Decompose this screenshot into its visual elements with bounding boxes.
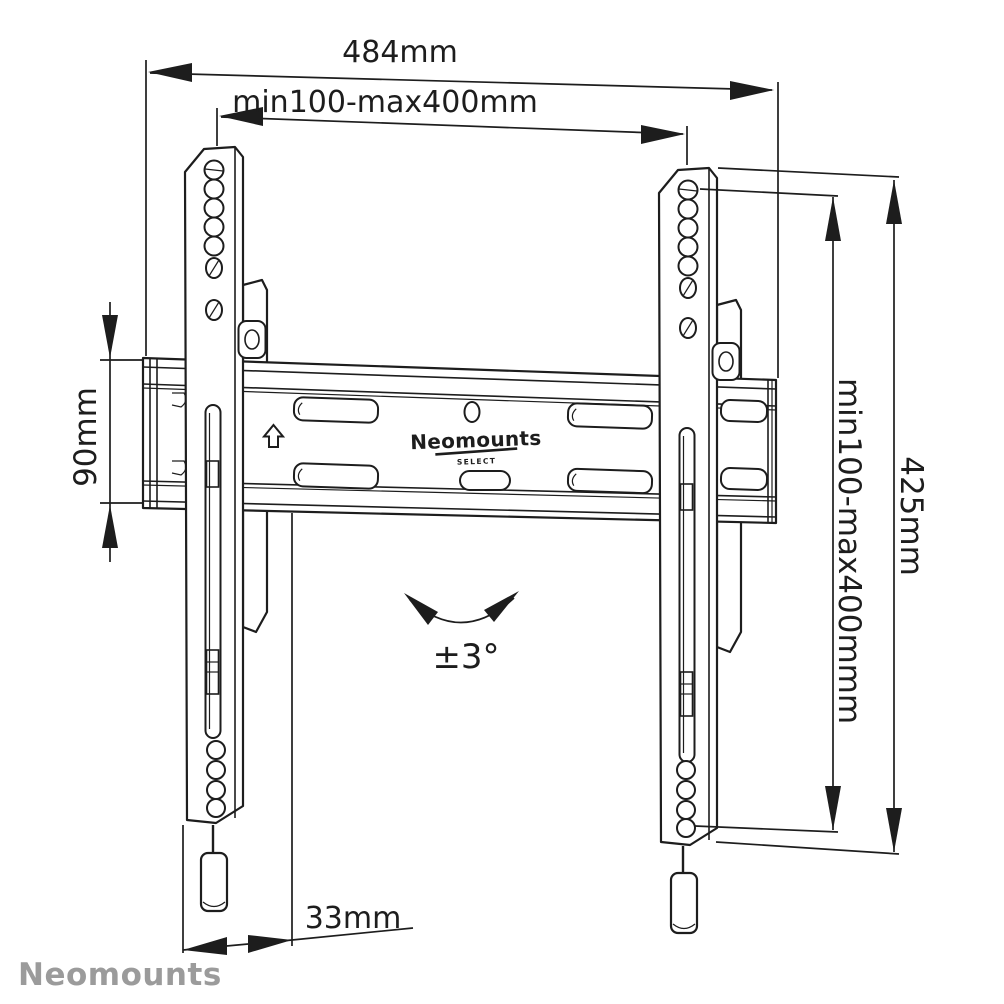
- right-pull-tab: [669, 871, 699, 935]
- dim-label-vesa-width: min100-max400mm: [232, 85, 538, 120]
- up-arrow-icon: [261, 423, 286, 448]
- dimension-line: [220, 116, 684, 135]
- slot-bevel: [297, 468, 303, 482]
- mount-hole: [203, 235, 225, 257]
- right-bracket-arm: [657, 166, 741, 935]
- dimension-plate-height: 90mm: [68, 302, 142, 562]
- dim-label-bottom-depth: 33mm: [305, 901, 402, 936]
- left-pull-tab-cap: [202, 901, 226, 908]
- mount-hole: [203, 178, 225, 200]
- extension-line: [699, 188, 839, 197]
- slot-bevel: [297, 402, 303, 416]
- left-pull-tab: [199, 851, 229, 913]
- rail-slot-end-top: [719, 399, 769, 423]
- screw-slot: [208, 259, 220, 277]
- extension-line: [694, 825, 839, 833]
- mount-hole: [203, 216, 225, 238]
- mount-hole: [676, 780, 696, 800]
- arrowhead-down: [825, 786, 841, 830]
- arrowhead-left: [148, 63, 192, 82]
- slot-bevel: [571, 408, 577, 422]
- mount-hole: [677, 255, 699, 277]
- dimension-vesa-width: min100-max400mm: [216, 85, 688, 165]
- center-pill-hole: [459, 470, 511, 491]
- slot-outline: [292, 396, 380, 424]
- arrowhead-right: [484, 591, 519, 622]
- screw-slot: [204, 168, 224, 172]
- arrowhead-left: [183, 937, 227, 955]
- screw-slot: [682, 279, 694, 297]
- mount-hole: [677, 236, 699, 258]
- rail-slot-bottom-left: [292, 462, 380, 490]
- slot-bevel: [571, 473, 577, 487]
- slot-outline: [719, 399, 769, 423]
- slot-outline: [566, 402, 654, 430]
- mount-hole: [676, 760, 696, 780]
- arrowhead-down: [886, 808, 902, 852]
- slot-outline: [566, 467, 654, 495]
- tilt-annotation: ±3°: [404, 591, 519, 677]
- mount-hole: [206, 798, 226, 818]
- rail-slot-top-left: [292, 396, 380, 424]
- dim-label-vesa-height: min100-max400mmm: [831, 378, 867, 724]
- arrowhead-down: [102, 315, 118, 358]
- left-arm-bottom-holes: [206, 740, 226, 818]
- dim-label-plate-height: 90mm: [68, 387, 104, 487]
- arrowhead-right: [641, 125, 685, 144]
- extension-line: [715, 841, 900, 855]
- dimension-total-height: 425mm: [715, 167, 929, 855]
- tilt-angle-label: ±3°: [432, 637, 499, 677]
- left-arm-top-holes: [203, 159, 225, 321]
- mount-hole: [206, 760, 226, 780]
- mount-hole: [206, 780, 226, 800]
- logo-underline: [435, 447, 518, 456]
- center-oval-hole: [463, 401, 481, 423]
- mount-hole: [206, 740, 226, 760]
- left-arm-latch: [237, 320, 267, 359]
- arrowhead-right: [730, 81, 774, 100]
- slot-outline: [719, 467, 769, 491]
- logo-series-text: SELECT: [457, 456, 497, 466]
- mount-hole: [676, 800, 696, 820]
- screw-slot: [678, 188, 698, 192]
- rail-slot-end-bottom: [719, 467, 769, 491]
- right-arm-slider-1: [679, 483, 694, 511]
- dimension-vesa-height: min100-max400mmm: [694, 188, 867, 833]
- mount-hole: [677, 217, 699, 239]
- mount-hole: [203, 197, 225, 219]
- arrowhead-up: [825, 197, 841, 241]
- rail-slot-bottom-right: [566, 467, 654, 495]
- left-arm-slider-1: [205, 460, 220, 488]
- rail-slot-top-right: [566, 402, 654, 430]
- right-arm-bottom-holes: [676, 760, 696, 838]
- right-arm-latch-hole: [718, 351, 734, 372]
- arrowhead-right: [248, 935, 292, 953]
- arrowhead-up: [886, 180, 902, 224]
- logo-brand-text: Neomounts: [410, 426, 542, 455]
- arrowhead-left: [219, 107, 263, 126]
- left-bracket-arm: [183, 145, 267, 913]
- screw-slot: [208, 301, 220, 319]
- dimension-bottom-depth: 33mm: [182, 513, 414, 955]
- extension-line: [717, 167, 900, 178]
- right-pull-tab-cap: [672, 923, 696, 930]
- dimension-line: [149, 72, 773, 91]
- mount-hole: [676, 818, 696, 838]
- mount-hole: [677, 198, 699, 220]
- right-arm-latch: [711, 342, 741, 381]
- dim-label-total-height: 425mm: [893, 456, 929, 576]
- arrowhead-up: [102, 505, 118, 548]
- dim-label-total-width: 484mm: [342, 35, 458, 70]
- screw-slot: [682, 319, 694, 337]
- dimension-total-width: 484mm: [145, 35, 779, 378]
- logo-stamp: Neomounts SELECT: [410, 426, 542, 467]
- arrowhead-left: [404, 593, 438, 625]
- slot-outline: [292, 462, 380, 490]
- right-arm-top-holes: [677, 179, 699, 339]
- footer-wordmark: Neomounts: [18, 957, 222, 993]
- left-arm-latch-hole: [244, 329, 260, 350]
